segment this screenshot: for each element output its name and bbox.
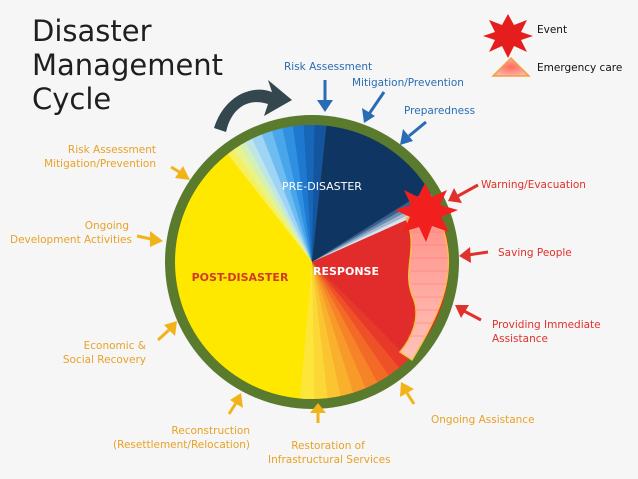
legend-event-label: Event bbox=[537, 24, 568, 36]
label-mitigation-prevention: Mitigation/Prevention bbox=[352, 77, 464, 89]
label-reconstruction-line-1: Reconstruction bbox=[171, 425, 250, 437]
sector-blue-4 bbox=[291, 125, 312, 262]
emergency-stripes bbox=[408, 231, 449, 337]
label-risk-mitigation-post: Risk Assessment Mitigation/Prevention bbox=[30, 143, 156, 171]
sector-blue-6 bbox=[312, 125, 328, 262]
label-providing-assistance: Providing Immediate Assistance bbox=[492, 318, 601, 346]
sector-blue-1 bbox=[257, 125, 312, 262]
label-restoration-line-2: Infrastructural Services bbox=[268, 454, 391, 466]
sector-warm-7 bbox=[312, 262, 329, 399]
label-preparedness: Preparedness bbox=[404, 105, 476, 117]
label-economic-recovery: Economic & Social Recovery bbox=[40, 339, 146, 367]
red-arrows bbox=[448, 183, 489, 322]
sector-transition-0 bbox=[219, 137, 312, 262]
sector-warm-5 bbox=[312, 262, 358, 399]
label-ongoing-dev-line-1: Ongoing bbox=[84, 220, 129, 232]
orange-arrows bbox=[136, 165, 416, 423]
sector-warm-2 bbox=[312, 262, 396, 395]
sector-transition-3 bbox=[239, 126, 312, 262]
sector-transition-1 bbox=[225, 133, 312, 262]
label-economic-line-2: Social Recovery bbox=[62, 354, 146, 366]
legend-emergency-icon bbox=[491, 56, 531, 77]
label-reconstruction-line-2: (Resettlement/Relocation) bbox=[113, 439, 250, 451]
label-economic-line-1: Economic & bbox=[83, 340, 146, 352]
label-risk-assessment: Risk Assessment bbox=[284, 61, 373, 73]
sector-blue-3 bbox=[279, 125, 312, 262]
label-saving-people: Saving People bbox=[498, 247, 572, 259]
label-ongoing-dev-line-2: Development Activities bbox=[10, 234, 132, 246]
label-providing-line-2: Assistance bbox=[492, 333, 548, 345]
sector-blue-0 bbox=[246, 125, 312, 262]
title-line-2: Management bbox=[32, 48, 224, 82]
label-risk-mitigation-line-2: Mitigation/Prevention bbox=[44, 158, 156, 170]
sector-warm-1 bbox=[312, 262, 408, 388]
label-ongoing-development: Ongoing Development Activities bbox=[10, 219, 132, 247]
sector-warm-0 bbox=[312, 262, 419, 379]
cycle-direction-arrow-icon bbox=[214, 80, 292, 132]
label-risk-mitigation-line-1: Risk Assessment bbox=[67, 144, 156, 156]
page-title: Disaster Management Cycle bbox=[32, 14, 223, 116]
blue-arrows bbox=[317, 80, 427, 145]
sector-transition-2 bbox=[232, 129, 312, 262]
legend-event-icon bbox=[483, 14, 533, 58]
phase-label-pre: PRE-DISASTER bbox=[282, 180, 362, 193]
sector-blue-2 bbox=[268, 125, 312, 262]
phase-label-response: RESPONSE bbox=[313, 265, 379, 278]
label-restoration: Restoration of Infrastructural Services bbox=[268, 439, 391, 467]
phase-label-post: POST-DISASTER bbox=[192, 271, 289, 284]
sector-warm-6 bbox=[312, 262, 344, 399]
legend-emergency-label: Emergency care bbox=[537, 62, 623, 74]
event-star-icon bbox=[395, 183, 458, 242]
title-line-3: Cycle bbox=[32, 82, 112, 116]
label-warning-evacuation: Warning/Evacuation bbox=[481, 179, 586, 191]
label-providing-line-1: Providing Immediate bbox=[492, 319, 601, 331]
sector-warm-8 bbox=[298, 262, 315, 399]
label-ongoing-assistance: Ongoing Assistance bbox=[431, 414, 535, 426]
title-line-1: Disaster bbox=[32, 14, 152, 48]
sector-warm-4 bbox=[312, 262, 371, 399]
label-restoration-line-1: Restoration of bbox=[291, 440, 365, 452]
label-reconstruction: Reconstruction (Resettlement/Relocation) bbox=[110, 424, 250, 452]
sector-warm-3 bbox=[312, 262, 384, 399]
